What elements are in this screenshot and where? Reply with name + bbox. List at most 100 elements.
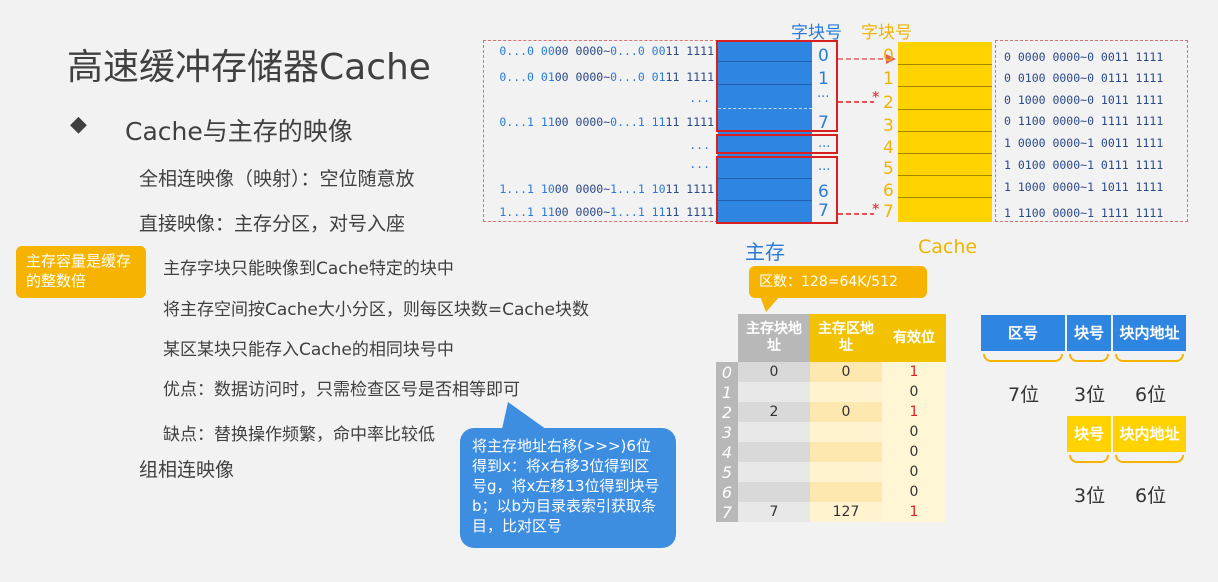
- directory-table: 主存块地址 主存区地址 有效位 0 0 0 1 1 0 2 2 0 1 3 0 …: [716, 314, 946, 522]
- diamond-bullet-icon: ◆: [70, 112, 87, 137]
- brace: [1069, 354, 1109, 362]
- table-row: 0 0 0 1: [716, 362, 946, 382]
- block-divider: [718, 200, 812, 201]
- cell-valid: 1: [882, 402, 946, 422]
- marker-star: *: [872, 200, 880, 218]
- callout-capacity: 主存容量是缓存的整数倍: [16, 246, 146, 298]
- row-index: 6: [716, 482, 738, 502]
- cache-address-row: 0 1100 0000~0 1111 1111: [1004, 114, 1164, 128]
- cell-valid: 0: [882, 442, 946, 462]
- table-row: 5 0: [716, 462, 946, 482]
- cache-divider: [898, 175, 992, 176]
- cell-block: [738, 462, 810, 482]
- header-valid-bit: 有效位: [882, 314, 946, 362]
- cache-divider: [898, 131, 992, 132]
- main-block-num: 6: [818, 182, 829, 202]
- address-row: 0...1 1100 0000~0...1 1111 1111: [499, 115, 714, 129]
- bits-offset: 6位: [1135, 485, 1167, 507]
- cache-block-num: 2: [883, 93, 894, 113]
- address-row: 0...0 0100 0000~0...0 0111 1111: [499, 70, 714, 84]
- brace: [983, 354, 1063, 362]
- pros-text: 优点：数据访问时，只需检查区号是否相等即可: [163, 380, 520, 400]
- cell-zone: [810, 422, 882, 442]
- table-row: 6 0: [716, 482, 946, 502]
- cell-block: 2: [738, 402, 810, 422]
- row-index: 2: [716, 402, 738, 422]
- row-index: 0: [716, 362, 738, 382]
- direct-point-1: 主存字块只能映像到Cache特定的块中: [163, 259, 454, 279]
- cache-block-num: 4: [883, 138, 894, 158]
- main-memory-label: 主存: [745, 240, 785, 264]
- fully-assoc-text: 全相连映像（映射）：空位随意放: [139, 168, 415, 190]
- zone-frame-0: [716, 40, 838, 132]
- main-block-num: ...: [818, 136, 831, 151]
- cache-block-num-label: 字块号: [861, 23, 912, 43]
- bits-block: 3位: [1074, 485, 1106, 507]
- main-block-num: 0: [818, 46, 829, 66]
- address-ellipsis: ...: [689, 157, 710, 171]
- cache-column: [898, 42, 992, 222]
- cell-zone: 127: [810, 502, 882, 522]
- cell-zone: 0: [810, 362, 882, 382]
- table-row: 3 0: [716, 422, 946, 442]
- table-corner: [716, 314, 738, 362]
- row-index: 3: [716, 422, 738, 442]
- cell-zone: [810, 382, 882, 402]
- cache-address-row: 1 0100 0000~1 0111 1111: [1004, 158, 1164, 172]
- cache-address-row: 0 0000 0000~0 0011 1111: [1004, 50, 1164, 64]
- cell-zone: [810, 482, 882, 502]
- brace: [1115, 354, 1184, 362]
- brace: [1115, 455, 1184, 463]
- direct-point-2: 将主存空间按Cache大小分区，则每区块数=Cache块数: [163, 300, 589, 320]
- block-divider: [718, 61, 812, 62]
- cons-text: 缺点：替换操作频繁，命中率比较低: [163, 425, 435, 445]
- cell-block: [738, 422, 810, 442]
- address-row: 1...1 1100 0000~1...1 1111 1111: [499, 205, 714, 219]
- table-row: 2 2 0 1: [716, 402, 946, 422]
- cache-address-box: [995, 40, 1188, 222]
- cache-divider: [898, 197, 992, 198]
- cache-label: Cache: [918, 236, 978, 258]
- field-block: 块号: [1067, 416, 1111, 452]
- cache-address-row: 1 0000 0000~1 0011 1111: [1004, 136, 1164, 150]
- zone-frame-mid: [716, 134, 838, 154]
- main-block-num: ...: [817, 86, 830, 101]
- mapping-arrows: [838, 54, 896, 215]
- cell-zone: [810, 462, 882, 482]
- cache-address-row: 1 1100 0000~1 1111 1111: [1004, 206, 1164, 220]
- address-row: 1...1 1000 0000~1...1 1011 1111: [499, 182, 714, 196]
- cell-valid: 0: [882, 422, 946, 442]
- cache-block-num: 5: [883, 159, 894, 179]
- brace: [1069, 455, 1109, 463]
- section-subtitle: Cache与主存的映像: [125, 117, 353, 146]
- field-offset: 块内地址: [1113, 315, 1186, 351]
- direct-point-3: 某区某块只能存入Cache的相同块号中: [163, 340, 454, 360]
- cache-block-num: 0: [883, 46, 894, 66]
- block-divider: [718, 178, 812, 179]
- header-block-address: 主存块地址: [738, 314, 810, 362]
- field-block: 块号: [1067, 315, 1111, 351]
- zone-frame-last: [716, 156, 838, 224]
- cell-valid: 0: [882, 462, 946, 482]
- row-index: 5: [716, 462, 738, 482]
- set-assoc-text: 组相连映像: [139, 459, 235, 481]
- address-row: 0...0 0000 0000~0...0 0011 1111: [499, 44, 714, 58]
- table-row: 1 0: [716, 382, 946, 402]
- callout-zone-pointer: [760, 296, 780, 312]
- cache-block-num: 3: [883, 116, 894, 136]
- block-divider: [718, 108, 812, 109]
- bits-offset: 6位: [1135, 384, 1167, 406]
- cell-zone: [810, 442, 882, 462]
- table-header-row: 主存块地址 主存区地址 有效位: [716, 314, 946, 362]
- callout-zone-count: 区数：128=64K/512: [749, 266, 927, 298]
- marker-star: *: [872, 88, 880, 106]
- table-row: 4 0: [716, 442, 946, 462]
- page-title: 高速缓冲存储器Cache: [67, 47, 431, 88]
- main-block-num-label: 字块号: [791, 23, 842, 43]
- cell-valid: 1: [882, 502, 946, 522]
- cache-divider: [898, 86, 992, 87]
- address-ellipsis: ...: [689, 91, 710, 105]
- callout-address-shift: 将主存地址右移(>>>)6位得到x：将x右移3位得到区号g，将x左移13位得到块…: [460, 428, 676, 548]
- direct-map-text: 直接映像：主存分区，对号入座: [139, 213, 406, 235]
- cell-valid: 0: [882, 482, 946, 502]
